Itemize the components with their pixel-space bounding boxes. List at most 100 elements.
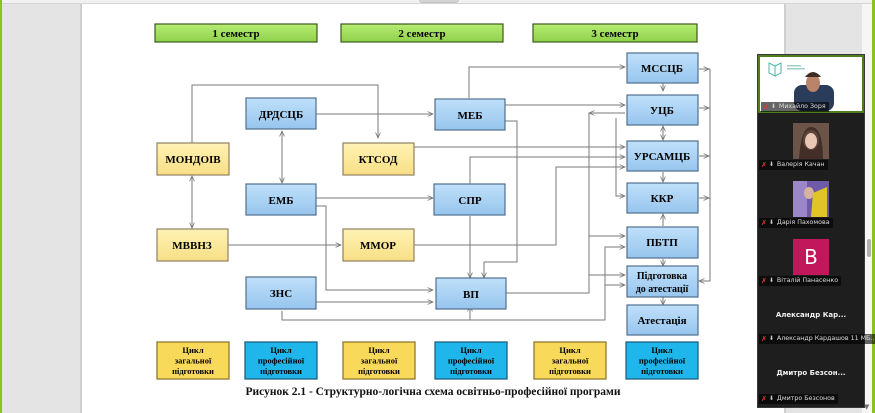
svg-text:Підготовка: Підготовка <box>637 271 687 282</box>
participant-name-bar: ✗⬇Дмитро Безсонов <box>759 394 838 404</box>
pin-icon: ⬇ <box>768 161 774 168</box>
top-drag-handle[interactable] <box>419 0 459 3</box>
semester-3-box <box>532 23 698 43</box>
participant-photo <box>793 181 829 217</box>
line-meb-vp <box>484 120 518 278</box>
window-accent-right <box>872 0 875 413</box>
node-mondoiv: МОНДОІВ <box>156 142 230 176</box>
legend-text: Цикл <box>182 345 203 355</box>
pin-icon: ⬇ <box>768 277 774 284</box>
scrollbar-thumb[interactable] <box>867 239 871 257</box>
legend-text: професійної <box>258 356 305 366</box>
node-spr: СПР <box>433 183 506 216</box>
svg-text:ККР: ККР <box>651 193 674 205</box>
svg-text:МВВНЗ: МВВНЗ <box>172 240 212 252</box>
participant-name-bar: ✗⬇Дарія Пахомова <box>759 218 833 228</box>
svg-text:Атестація: Атестація <box>637 315 686 327</box>
svg-text:ЕМБ: ЕМБ <box>269 195 294 207</box>
line-vp-prep <box>506 159 625 294</box>
figure-caption: Рисунок 2.1 - Структурно-логічна схема о… <box>245 386 621 398</box>
semester-1-box <box>154 23 318 43</box>
legend: ЦиклзагальноїпідготовкиЦиклпрофесійноїпі… <box>156 341 699 380</box>
document-margin-left <box>2 4 82 413</box>
participant-name-bar: ✗⬇Віталій Панасенко <box>759 276 842 286</box>
participants-video-panel: ✗⬇Михайло Зоря ✗⬇Валерія Качан ✗⬇Дарія П… <box>757 54 875 408</box>
participant-avatar: В <box>793 239 829 275</box>
scroll-down-arrow-icon[interactable]: ▼ <box>864 403 870 411</box>
semester-3-label: 3 семестр <box>591 28 638 40</box>
node-zns: ЗНС <box>245 276 317 310</box>
participant-tile[interactable]: В ✗⬇Віталій Панасенко <box>758 229 864 287</box>
logo-book-icon <box>768 62 782 77</box>
node-ursamcb: УРСАМЦБ <box>626 140 699 172</box>
line-ucb-kkr <box>615 118 625 196</box>
semester-1-label: 1 семестр <box>212 28 259 40</box>
line-zns-prep <box>470 285 625 321</box>
legend-text: загальної <box>175 356 212 366</box>
legend-text: підготовки <box>549 366 591 376</box>
line-right-bus <box>699 68 711 281</box>
line-zns-vp-bottom <box>281 306 470 321</box>
node-mvvnz: МВВНЗ <box>156 228 229 262</box>
svg-text:МОНДОІВ: МОНДОІВ <box>165 154 221 166</box>
legend-text: Цикл <box>559 345 580 355</box>
svg-text:СПР: СПР <box>458 195 482 207</box>
mic-muted-icon: ✗ <box>763 103 769 111</box>
node-kkr: ККР <box>626 182 699 214</box>
connectors <box>191 67 711 321</box>
svg-text:ДРДСЦБ: ДРДСЦБ <box>259 109 303 121</box>
svg-text:МЕБ: МЕБ <box>458 110 483 122</box>
svg-text:до атестації: до атестації <box>636 284 689 295</box>
participant-name-bar: ✗⬇Александр Кардашов 11 МБ... <box>759 334 875 344</box>
node-drdscb: ДРДСЦБ <box>245 97 317 130</box>
node-ucb: УЦБ <box>626 94 699 126</box>
node-mmor: ММОР <box>342 228 415 262</box>
line-vp-pbtp2 <box>604 247 625 285</box>
legend-text: Цикл <box>270 345 291 355</box>
legend-text: Цикл <box>460 345 481 355</box>
participant-tile[interactable]: Александр Кар... ✗⬇Александр Кардашов 11… <box>758 287 875 345</box>
semester-2-box <box>340 23 504 43</box>
participant-tile[interactable]: Дмитро Безсон... ✗⬇Дмитро Безсонов <box>758 345 864 405</box>
vertical-scrollbar[interactable] <box>862 4 872 413</box>
participant-tile-active[interactable]: ✗⬇Михайло Зоря <box>758 55 864 113</box>
node-pbtp: ПБТП <box>626 226 699 259</box>
node-vp: ВП <box>435 277 507 310</box>
pin-icon: ⬇ <box>770 103 776 110</box>
semester-2-label: 2 семестр <box>398 28 445 40</box>
line-mondoiv-ktsod <box>191 84 378 143</box>
pin-icon: ⬇ <box>768 395 774 402</box>
legend-text: загальної <box>361 356 398 366</box>
participant-tile[interactable]: ✗⬇Валерія Качан <box>758 113 864 171</box>
legend-text: підготовки <box>358 366 400 376</box>
window-accent-left <box>0 0 2 413</box>
svg-text:УРСАМЦБ: УРСАМЦБ <box>634 151 690 163</box>
svg-text:МССЦБ: МССЦБ <box>641 63 683 75</box>
svg-text:ЗНС: ЗНС <box>270 288 292 300</box>
participant-tile[interactable]: ✗⬇Дарія Пахомова <box>758 171 864 229</box>
pin-icon: ⬇ <box>768 335 774 342</box>
legend-text: підготовки <box>641 366 683 376</box>
nodes: МОНДОІВ ДРДСЦБ КТСОД МЕБ ЕМБ СПР МВВНЗ М… <box>156 52 699 336</box>
svg-text:ВП: ВП <box>463 289 479 301</box>
line-mmor-ursamcb <box>414 167 625 246</box>
node-meb: МЕБ <box>434 98 506 131</box>
participant-name-bar: ✗⬇Валерія Качан <box>759 160 828 170</box>
legend-text: підготовки <box>450 366 492 376</box>
line-emb-vp <box>316 205 433 290</box>
node-prep: Підготовка до атестації <box>626 265 699 298</box>
svg-text:ПБТП: ПБТП <box>646 237 678 249</box>
legend-text: Цикл <box>651 345 672 355</box>
mic-muted-icon: ✗ <box>761 161 767 169</box>
node-msscb: МССЦБ <box>626 52 699 84</box>
node-ktsod: КТСОД <box>342 142 415 176</box>
legend-text: професійної <box>448 356 495 366</box>
semester-headers: 1 семестр 2 семестр 3 семестр <box>154 23 698 43</box>
node-emb: ЕМБ <box>245 183 317 216</box>
node-atest: Атестація <box>626 304 699 336</box>
